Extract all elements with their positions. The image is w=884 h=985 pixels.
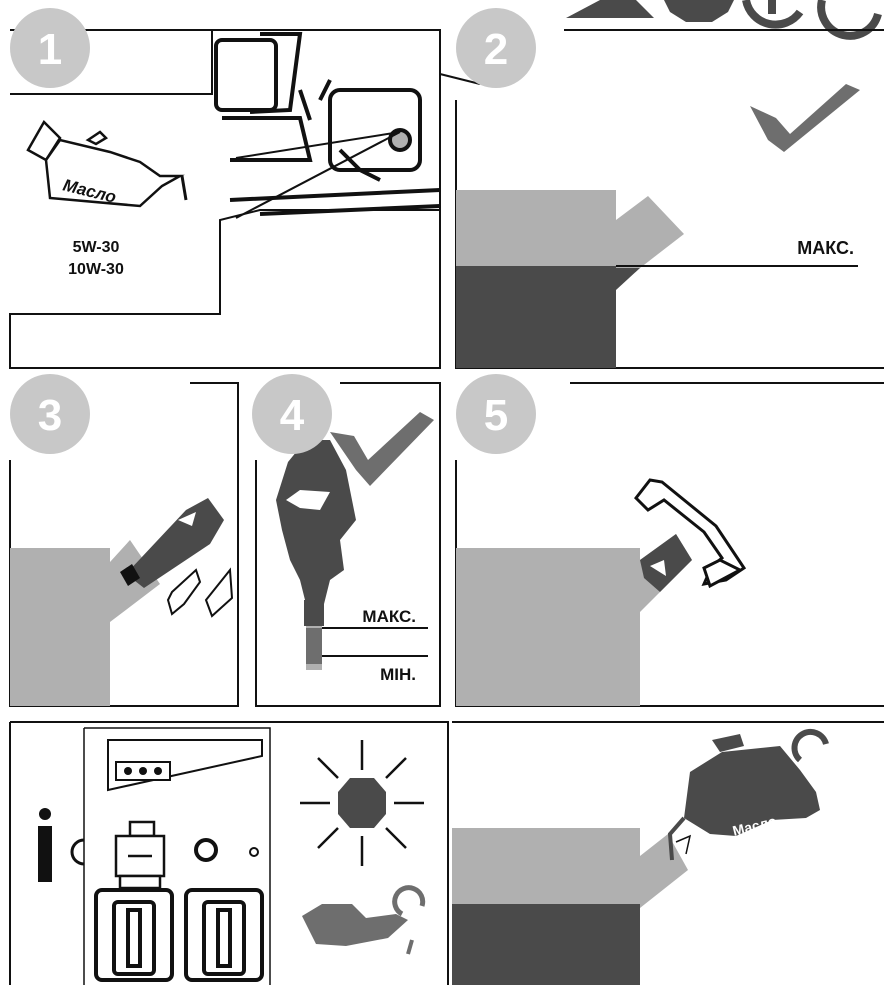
step-badge-2: 2 <box>456 8 536 88</box>
stop-octagon-icon <box>664 0 734 22</box>
power-outlet-icon <box>96 890 172 980</box>
rotate-arrows-icon <box>168 570 232 616</box>
power-outlet-icon <box>186 890 262 980</box>
dipstick-bottle <box>120 498 224 588</box>
step-badge-5: 5 <box>456 374 536 454</box>
oil-grade-1: 5W-30 <box>73 239 120 256</box>
max-label-panel4: МАКС. <box>362 607 416 626</box>
oil-can-icon <box>670 732 826 860</box>
dipstick <box>276 440 356 670</box>
svg-text:5: 5 <box>484 391 508 440</box>
step-badge-1: 1 <box>10 8 90 88</box>
svg-text:4: 4 <box>280 391 305 440</box>
panel-1 <box>10 30 440 368</box>
svg-text:2: 2 <box>484 25 508 74</box>
step-badge-4: 4 <box>252 374 332 454</box>
checkmark-icon <box>750 84 860 152</box>
svg-text:1: 1 <box>38 25 62 74</box>
max-label-panel2: МАКС. <box>797 238 854 258</box>
step-badge-3: 3 <box>10 374 90 454</box>
warning-triangle-icon <box>566 0 654 18</box>
oil-warning-lamp-icon <box>302 888 423 954</box>
panel-info <box>10 722 448 985</box>
info-i-icon <box>38 808 52 882</box>
engine-detail <box>216 34 440 214</box>
oil-grade-2: 10W-30 <box>68 261 124 278</box>
info-circle-icon <box>746 0 800 25</box>
min-label-panel4: МІН. <box>380 665 416 684</box>
engine-switch <box>116 822 164 888</box>
panel-fill-oil <box>452 722 884 985</box>
svg-text:3: 3 <box>38 391 62 440</box>
sun-icon <box>300 740 424 866</box>
